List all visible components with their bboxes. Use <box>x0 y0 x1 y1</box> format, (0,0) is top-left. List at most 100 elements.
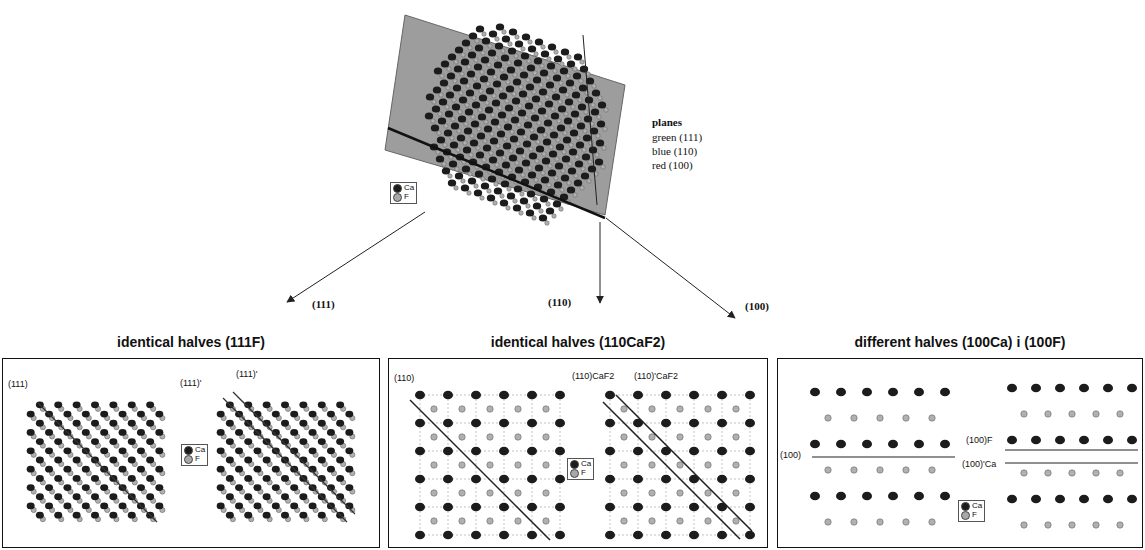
ca-atom <box>499 475 509 484</box>
ca-atom <box>515 40 523 47</box>
ca-atom <box>455 46 463 53</box>
ca-atom <box>1127 495 1137 504</box>
ca-atom <box>499 447 509 456</box>
ca-atom <box>533 202 541 209</box>
ca-atom <box>481 182 489 189</box>
ca-atom <box>443 419 453 428</box>
ca-atom <box>146 475 154 482</box>
plane-key: green (111) <box>652 131 702 143</box>
ca-atom <box>717 391 727 400</box>
ca-atom <box>862 440 872 449</box>
legend-text: F <box>581 469 586 478</box>
ca-atom <box>454 65 462 72</box>
ca-atom <box>745 475 755 484</box>
ca-atom <box>155 503 163 510</box>
legend-swatch <box>184 455 193 464</box>
ca-atom <box>556 143 564 150</box>
f-atom <box>1045 411 1051 417</box>
ca-atom <box>82 429 90 436</box>
f-atom <box>506 206 510 210</box>
f-atom <box>602 146 606 150</box>
f-atom <box>649 406 655 412</box>
ca-atom <box>471 419 481 428</box>
ca-atom <box>443 531 453 540</box>
ca-atom <box>466 89 474 96</box>
plane-key: red (100) <box>652 159 693 171</box>
f-atom <box>487 518 493 524</box>
f-atom <box>458 110 462 114</box>
ca-atom <box>263 457 271 464</box>
ca-atom <box>263 512 271 519</box>
ca-atom <box>510 135 518 142</box>
ca-atom <box>539 88 547 95</box>
ca-atom <box>940 388 950 397</box>
f-atom <box>483 139 487 143</box>
ca-atom <box>91 475 99 482</box>
f-atom <box>443 143 447 147</box>
ca-atom <box>940 492 950 501</box>
f-atom <box>583 129 587 133</box>
ca-atom <box>574 53 582 60</box>
f-atom <box>537 121 541 125</box>
f-atom <box>487 406 493 412</box>
f-atom <box>560 188 564 192</box>
f-atom <box>460 72 464 76</box>
f-atom <box>929 467 935 473</box>
f-atom <box>445 105 449 109</box>
ca-atom <box>527 64 535 71</box>
ca-atom <box>584 115 592 122</box>
ca-atom <box>546 81 554 88</box>
f-atom <box>1069 470 1075 476</box>
ca-atom <box>82 466 90 473</box>
ca-atom <box>717 531 727 540</box>
ca-atom <box>591 108 599 115</box>
f-atom <box>521 47 525 51</box>
ca-atom <box>444 129 452 136</box>
ca-atom <box>485 106 493 113</box>
f-atom <box>552 214 556 218</box>
atom-legend: CaF <box>567 458 594 480</box>
ca-atom <box>235 447 243 454</box>
f-atom <box>545 95 549 99</box>
ca-atom <box>717 419 727 428</box>
f-atom <box>526 204 530 208</box>
ca-atom <box>836 440 846 449</box>
ca-atom <box>137 484 145 491</box>
ca-atom <box>482 37 490 44</box>
f-atom <box>487 462 493 468</box>
f-atom <box>903 415 909 421</box>
ca-atom <box>91 438 99 445</box>
f-atom <box>491 113 495 117</box>
ca-atom <box>689 503 699 512</box>
ca-atom <box>582 153 590 160</box>
ca-atom <box>146 493 154 500</box>
ca-atom <box>471 120 479 127</box>
ca-atom <box>492 99 500 106</box>
ca-atom <box>146 438 154 445</box>
f-atom <box>559 81 563 85</box>
f-atom <box>476 146 480 150</box>
ca-atom <box>217 466 225 473</box>
ca-atom <box>888 440 898 449</box>
ca-atom <box>119 447 127 454</box>
legend-swatch <box>961 502 970 511</box>
f-atom <box>527 59 531 63</box>
ca-atom <box>476 151 484 158</box>
ca-atom <box>54 493 62 500</box>
f-atom <box>562 150 566 154</box>
f-atom <box>552 88 556 92</box>
f-atom <box>556 138 560 142</box>
f-atom <box>733 462 739 468</box>
plane-label: (111)' <box>236 370 257 380</box>
ca-atom <box>661 503 671 512</box>
ca-atom <box>487 68 495 75</box>
ca-atom <box>527 475 537 484</box>
cleavage-lines <box>38 392 1138 540</box>
plane-trace <box>583 35 597 205</box>
f-atom <box>567 181 571 185</box>
f-atom <box>548 164 552 168</box>
ca-atom <box>128 457 136 464</box>
f-atom <box>505 99 509 103</box>
ca-atom <box>518 109 526 116</box>
f-atom <box>566 74 570 78</box>
